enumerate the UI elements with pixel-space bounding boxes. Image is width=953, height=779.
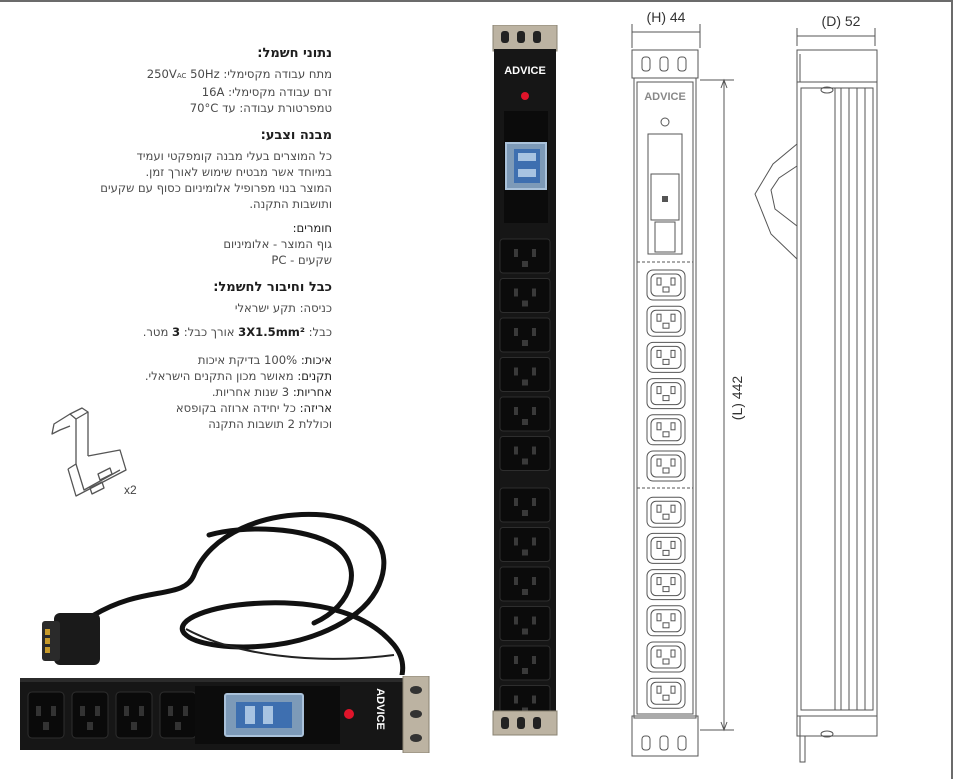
length-label: אורך כבל: — [183, 325, 235, 339]
structure-line-3: המוצר בנוי מפרופיל אלומיניום כסוף עם שקע… — [100, 181, 332, 195]
power-cable-photo — [42, 511, 406, 675]
materials-line-1: גוף המוצר - אלומיניום — [223, 237, 332, 251]
packaging-value: כל יחידה ארוזה בקופסא — [175, 401, 296, 415]
outlet-socket — [499, 645, 551, 681]
voltage-ac: AC — [176, 72, 187, 80]
outlet-socket — [499, 606, 551, 641]
mounting-bracket-illustration: x2 — [51, 407, 137, 497]
pdu-horizontal-photo: ADVICE — [20, 676, 430, 753]
height-dimension: (H) 44 — [647, 9, 686, 25]
outlet-socket — [499, 317, 551, 353]
voltage-line: מתח עבודה מקסימלי: 250VAC 50Hz — [30, 66, 332, 84]
outlet-socket — [499, 357, 551, 392]
warranty-label: אחריות: — [292, 385, 332, 399]
packaging-label: אריזה: — [299, 401, 332, 415]
top-border — [0, 0, 953, 2]
outlet-socket — [499, 566, 551, 602]
outlet-socket-outline — [646, 496, 686, 528]
voltage-number: 250V — [146, 67, 177, 81]
outlet-socket-outline — [646, 532, 686, 564]
brand-logo-horizontal: ADVICE — [374, 688, 386, 730]
outlet-socket — [115, 691, 153, 739]
pdu-vertical-photo: ADVICE — [492, 25, 558, 736]
cable-spec: 3X1.5mm² — [238, 325, 305, 339]
quality-value: 100% בדיקת איכות — [197, 353, 298, 367]
voltage-value: 250VAC 50Hz — [147, 67, 220, 81]
outlet-socket-outline — [646, 569, 686, 601]
structure-line-2: במיוחד אשר מבטיח שימוש לאורך זמן. — [145, 165, 333, 179]
outlet-socket-outline — [646, 641, 686, 673]
outlet-socket — [499, 396, 551, 432]
brand-logo-vertical: ADVICE — [504, 65, 546, 77]
packaging-line: אריזה: כל יחידה ארוזה בקופסא — [30, 400, 332, 416]
quality-line: איכות: 100% בדיקת איכות — [30, 352, 332, 368]
brand-logo-drawing: ADVICE — [644, 91, 686, 103]
cable-input-line: כניסה: תקע ישראלי — [234, 301, 332, 315]
outlet-socket-outline — [646, 605, 686, 637]
pdu-front-drawing: ADVICE (H) 44 (L) 442 — [631, 9, 745, 757]
current-value: 16A — [201, 85, 225, 99]
length-value: 3 — [172, 325, 181, 339]
outlet-socket-outline — [646, 269, 686, 301]
cable-label: כבל: — [308, 325, 332, 339]
power-led-vertical — [521, 92, 529, 100]
warranty-value: 3 שנות אחריות. — [211, 385, 290, 399]
bracket-qty-label: x2 — [124, 483, 137, 497]
pdu-side-drawing: (D) 52 — [754, 13, 878, 763]
current-label: זרם עבודה מקסימלי: — [228, 85, 332, 99]
outlet-socket — [499, 527, 551, 562]
outlet-socket — [499, 487, 551, 523]
electrical-title: נתוני חשמל: — [257, 46, 332, 61]
temperature-line: טמפרטורת עבודה: עד 70°C — [189, 101, 332, 115]
structure-line-4: ותושבות התקנה. — [249, 197, 332, 211]
warranty-line: אחריות: 3 שנות אחריות. — [30, 384, 332, 400]
cable-spec-line: כבל: 3X1.5mm² אורך כבל: 3 מטר. — [30, 324, 332, 340]
right-border — [951, 0, 953, 779]
voltage-freq: 50Hz — [190, 67, 220, 81]
structure-title: מבנה וצבע: — [260, 128, 332, 143]
length-unit: מטר. — [142, 325, 169, 339]
current-line: זרם עבודה מקסימלי: 16A — [30, 84, 332, 100]
depth-dimension: (D) 52 — [822, 13, 861, 29]
outlet-socket — [499, 238, 551, 274]
outlet-socket-outline — [646, 414, 686, 446]
standards-value: מאושר מכון התקנים הישראלי. — [144, 369, 294, 383]
standards-line: תקנים: מאושר מכון התקנים הישראלי. — [30, 368, 332, 384]
length-dimension: (L) 442 — [729, 376, 745, 421]
outlet-socket-outline — [646, 677, 686, 709]
voltage-label: מתח עבודה מקסימלי: — [223, 67, 332, 81]
cable-title: כבל וחיבור לחשמל: — [213, 280, 332, 295]
structure-line-1: כל המוצרים בעלי מבנה קומפקטי ועמיד — [136, 149, 332, 163]
power-led — [344, 709, 354, 719]
outlet-socket-outline — [646, 341, 686, 373]
spec-text-column: נתוני חשמל: מתח עבודה מקסימלי: 250VAC 50… — [30, 46, 332, 432]
outlet-socket-outline — [646, 378, 686, 410]
outlet-socket — [71, 691, 109, 739]
outlet-socket-outline — [646, 305, 686, 337]
packaging-line-2: וכוללת 2 תושבות התקנה — [208, 417, 332, 431]
standards-label: תקנים: — [297, 369, 332, 383]
materials-line-2: שקעים - PC — [271, 253, 332, 267]
outlet-socket — [499, 278, 551, 313]
outlet-socket — [159, 691, 197, 739]
iec-plug — [42, 613, 100, 665]
outlet-socket — [499, 436, 551, 471]
materials-title: חומרים: — [292, 221, 332, 235]
quality-label: איכות: — [300, 353, 332, 367]
outlet-socket — [27, 691, 65, 739]
outlet-socket-outline — [646, 450, 686, 482]
